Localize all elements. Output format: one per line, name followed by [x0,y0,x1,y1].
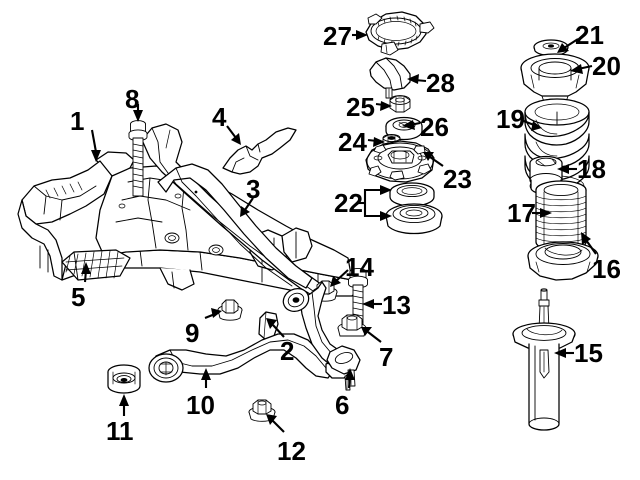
callout-label-5[interactable]: 5 [71,282,86,312]
callout-label-11[interactable]: 11 [106,416,134,446]
strut-spring-seat-art [527,241,599,281]
control-arm-ball-joint-art [282,281,361,387]
callout-label-24[interactable]: 24 [338,127,367,157]
control-arm-bushing-stop-art [258,311,279,341]
control-arm-bushing-art [107,364,141,394]
subframe-flange-nut-art [217,299,243,321]
callout-label-27[interactable]: 27 [323,21,352,51]
callout-label-14[interactable]: 14 [345,252,374,282]
callout-label-17[interactable]: 17 [507,198,536,228]
ball-joint-flange-nut-art [337,314,367,337]
strut-shock-absorber-art [512,288,576,431]
heat-shield-bracket-art [222,127,297,175]
callout-label-23[interactable]: 23 [443,164,472,194]
bump-stop-bellows-art [535,180,587,252]
callout-label-12[interactable]: 12 [277,436,306,466]
strut-mount-bracket-art [369,57,411,99]
callout-label-8[interactable]: 8 [125,84,140,114]
strut-mount-plate-art [365,140,435,183]
callout-label-16[interactable]: 16 [592,254,621,284]
subframe-mounting-bolt-art [128,120,148,197]
callout-label-25[interactable]: 25 [346,92,375,122]
subframe-upper-rail-art [157,163,313,289]
callout-leaders [81,30,597,433]
callout-label-22[interactable]: 22 [334,188,363,218]
callout-label-2[interactable]: 2 [280,336,295,366]
callout-label-18[interactable]: 18 [577,154,606,184]
callout-label-9[interactable]: 9 [185,318,200,348]
callout-label-20[interactable]: 20 [592,51,621,81]
callout-label-6[interactable]: 6 [335,390,350,420]
callout-label-13[interactable]: 13 [382,290,411,320]
callout-label-21[interactable]: 21 [575,20,604,50]
strut-bearing-rings-art [385,182,443,235]
callout-label-26[interactable]: 26 [420,112,449,142]
upper-mount-cover-plate-art [365,11,435,56]
upper-spring-cap-art [520,53,590,106]
underbody-skid-panel-art [61,249,131,281]
callout-label-15[interactable]: 15 [574,338,603,368]
callout-label-19[interactable]: 19 [496,104,525,134]
callout-label-1[interactable]: 1 [70,106,85,136]
callout-label-7[interactable]: 7 [379,342,394,372]
callout-label-28[interactable]: 28 [426,68,455,98]
strut-rod-lock-nut-art [389,95,411,113]
callout-label-3[interactable]: 3 [246,174,261,204]
callout-label-4[interactable]: 4 [212,102,227,132]
callout-label-10[interactable]: 10 [186,390,215,420]
